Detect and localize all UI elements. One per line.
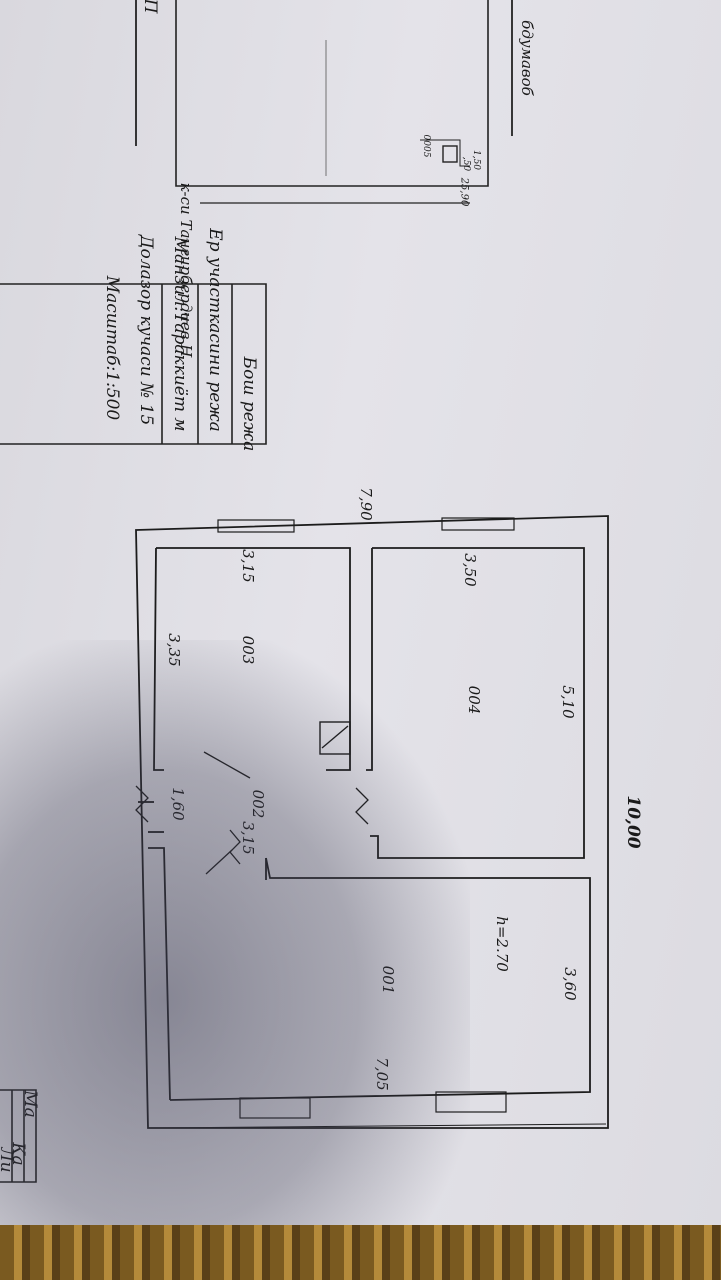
overall-width: 7,90	[357, 487, 375, 521]
title-block-row1: Ер участкасини режа	[205, 228, 225, 432]
neighbor-label: бдумавоб	[518, 20, 536, 96]
room-001-height: h=2.70	[493, 916, 511, 972]
room-003-id: 003	[239, 635, 257, 665]
title-block-frame	[0, 283, 267, 445]
title-block-row3: Долазор кучаси № 15	[136, 234, 156, 426]
room-001-length: 7,05	[373, 1057, 391, 1091]
title-block-row2: Манзил:Тараккиёт м	[170, 236, 190, 432]
room-002-width: 1,60	[169, 787, 187, 821]
room-003-length: 3,35	[165, 633, 183, 667]
title-block-title: Бош режа	[239, 356, 259, 452]
floor-plan-walls	[135, 515, 609, 1129]
inset-label: 0005	[421, 134, 431, 158]
inset-height: ,50	[461, 156, 471, 172]
room-004-id: 004	[465, 685, 483, 715]
room-004-length: 5,10	[559, 685, 577, 719]
room-002-length: 3,15	[239, 821, 257, 855]
title-block-row4: Масштаб:1:500	[102, 275, 122, 421]
room-004-width: 3,50	[461, 553, 479, 587]
plot-dimension: 25,90	[458, 177, 470, 207]
site-plan-outline	[135, 0, 513, 204]
top-letter: П	[140, 0, 160, 14]
left-table-row3: Ма	[20, 1090, 40, 1118]
room-002-id: 002	[249, 789, 267, 819]
room-003-width: 3,15	[239, 549, 257, 583]
room-001-width: 3,60	[561, 967, 579, 1001]
overall-length: 10,00	[623, 795, 643, 849]
inset-width: 1,50	[471, 149, 481, 171]
left-table-row2: Ка	[8, 1142, 28, 1166]
room-001-id: 001	[379, 965, 397, 995]
carpet-background	[0, 1225, 721, 1280]
